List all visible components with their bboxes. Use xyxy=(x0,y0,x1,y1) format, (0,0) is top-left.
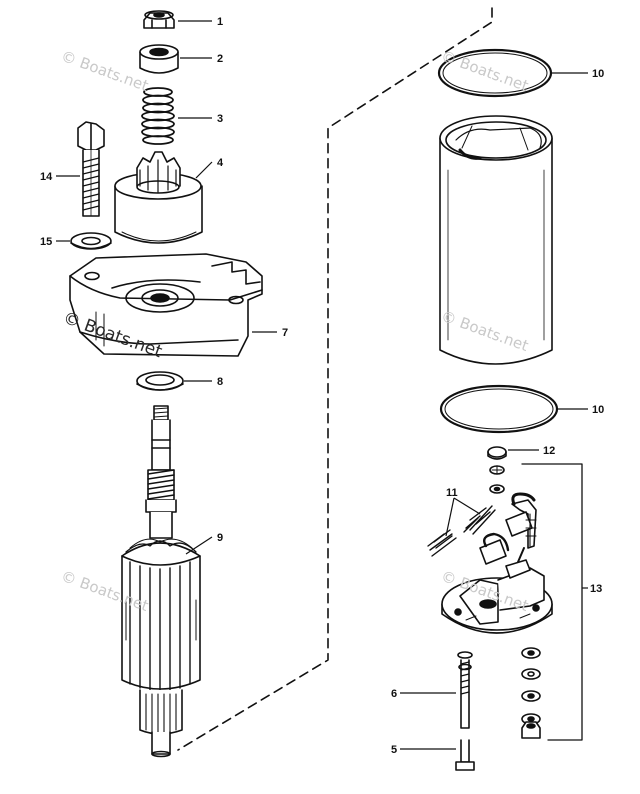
callout-label: 10 xyxy=(592,404,604,416)
part-8-washer xyxy=(136,371,184,391)
nuts-washers-column xyxy=(521,647,541,739)
callout-label: 10 xyxy=(592,68,604,80)
part-13-small-screws xyxy=(489,465,505,494)
callout-label: 7 xyxy=(282,327,288,339)
part-14-bolt xyxy=(77,121,105,217)
part-11-brush-springs xyxy=(427,505,496,557)
callout-c10a: 10 xyxy=(552,68,604,80)
callout-c13: 13 xyxy=(590,583,602,595)
callout-leader-line xyxy=(445,497,455,537)
callout-c11: 11 xyxy=(446,487,458,499)
brush-holder-lead xyxy=(479,492,537,565)
part-9-armature xyxy=(121,405,201,758)
callout-c10b: 10 xyxy=(556,404,604,416)
callout-c15: 15 xyxy=(40,236,70,248)
callout-leader-line xyxy=(185,536,213,555)
part-13-brush-plate xyxy=(441,547,553,634)
callout-c12: 12 xyxy=(508,445,555,457)
part-12-cap xyxy=(487,446,507,460)
field-frame-housing xyxy=(439,115,553,365)
assembly-dashed-line xyxy=(177,7,493,751)
callout-label: 13 xyxy=(590,583,602,595)
part-5-short-screw xyxy=(455,739,475,771)
callout-leader-line xyxy=(195,161,213,179)
part-2-spacer xyxy=(139,44,179,74)
callout-c4: 4 xyxy=(195,157,224,179)
part-15-washer xyxy=(70,232,112,250)
callout-c9: 9 xyxy=(185,532,223,555)
callout-label: 9 xyxy=(217,532,223,544)
callout-c8: 8 xyxy=(184,376,223,388)
part-7-end-cap xyxy=(69,253,263,357)
part-6-long-screw xyxy=(457,651,473,729)
callout-label: 4 xyxy=(217,157,224,169)
callout-label: 14 xyxy=(40,171,53,183)
callout-c3: 3 xyxy=(178,113,223,125)
callout-c6: 6 xyxy=(391,688,456,700)
callout-leader-line xyxy=(453,497,481,515)
part-4-pinion-drive xyxy=(114,151,203,244)
callout-c2: 2 xyxy=(180,53,223,65)
callout-label: 11 xyxy=(446,487,458,499)
callout-label: 3 xyxy=(217,113,223,125)
callout-label: 8 xyxy=(217,376,223,388)
bracket-13 xyxy=(521,463,583,741)
part-3-spring xyxy=(141,87,175,145)
watermark-text: © Boats.net xyxy=(59,47,151,95)
callout-label: 5 xyxy=(391,744,397,756)
callout-c1: 1 xyxy=(178,16,223,28)
callout-label: 6 xyxy=(391,688,397,700)
part-10-o-ring-top xyxy=(437,48,553,98)
callout-label: 2 xyxy=(217,53,223,65)
callout-c7: 7 xyxy=(252,327,288,339)
part-1-nut xyxy=(143,10,175,29)
part-10-o-ring-bottom xyxy=(439,384,559,434)
callout-label: 1 xyxy=(217,16,223,28)
callout-c5: 5 xyxy=(391,744,456,756)
callout-c14: 14 xyxy=(40,171,80,183)
callout-label: 15 xyxy=(40,236,52,248)
callout-label: 12 xyxy=(543,445,555,457)
